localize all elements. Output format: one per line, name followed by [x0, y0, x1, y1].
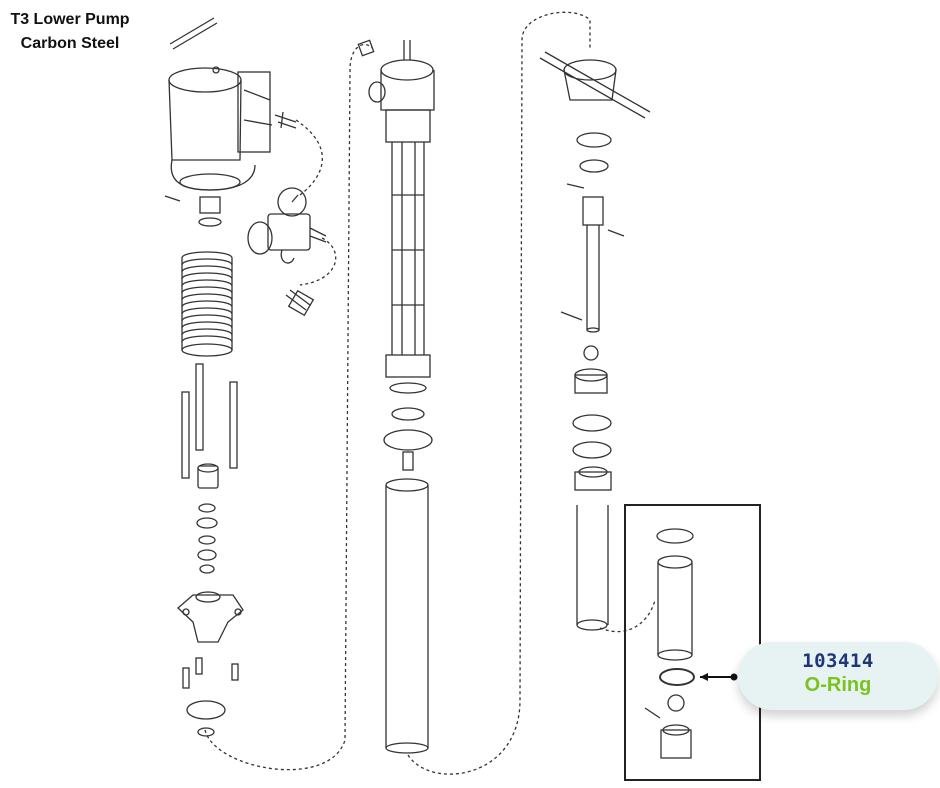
motor-housing	[168, 66, 273, 191]
pin-right	[560, 229, 625, 321]
piston-valve	[574, 368, 608, 394]
spring	[181, 251, 233, 357]
pin	[169, 17, 218, 50]
o-ring-top	[656, 528, 694, 544]
callout-dot	[730, 673, 738, 681]
pin-in-box	[644, 707, 661, 719]
outlet-housing	[368, 40, 435, 111]
part-callout: 103414 O-Ring	[738, 642, 938, 710]
fitting	[274, 111, 297, 129]
o-ring	[383, 429, 433, 451]
set-screw	[357, 39, 375, 57]
wrench-handle	[539, 51, 651, 119]
outer-tube	[385, 478, 429, 754]
piston-rod	[582, 196, 604, 333]
diagram-title: T3 Lower Pump Carbon Steel	[0, 8, 140, 56]
callout-box	[624, 504, 761, 781]
foot-valve	[660, 724, 692, 759]
sleeve	[576, 505, 609, 631]
small-pin	[164, 195, 181, 202]
nut	[198, 196, 222, 227]
right-column-parts	[539, 51, 651, 631]
packing-nut	[576, 132, 612, 148]
pressure-gauge-regulator	[247, 187, 327, 264]
highlighted-o-ring	[659, 668, 695, 686]
washer-stack	[196, 503, 218, 574]
base-manifold	[177, 591, 244, 643]
displacement-rod-end	[402, 451, 414, 471]
intake-cylinder	[657, 555, 693, 661]
ball	[583, 345, 599, 361]
part-name: O-Ring	[804, 674, 872, 696]
center-column-parts	[357, 39, 435, 754]
screw	[566, 183, 585, 189]
assembly-guide-line	[204, 11, 656, 775]
throat-seal	[579, 159, 609, 173]
seal-small	[197, 727, 215, 737]
part-number: 103414	[802, 650, 874, 672]
pump-cylinder	[385, 109, 431, 394]
packing-2	[572, 441, 612, 459]
ball-in-box	[667, 694, 685, 712]
coupling	[285, 289, 315, 317]
packing-1	[572, 414, 612, 432]
valve-housing	[197, 463, 219, 489]
tie-rods	[181, 363, 238, 479]
title-line-1: T3 Lower Pump	[10, 11, 130, 28]
bolts	[182, 657, 239, 689]
gasket	[391, 407, 425, 421]
left-column-parts	[164, 17, 327, 737]
intake-housing	[574, 466, 612, 491]
title-line-2: Carbon Steel	[20, 35, 120, 52]
o-ring-large	[186, 700, 226, 720]
